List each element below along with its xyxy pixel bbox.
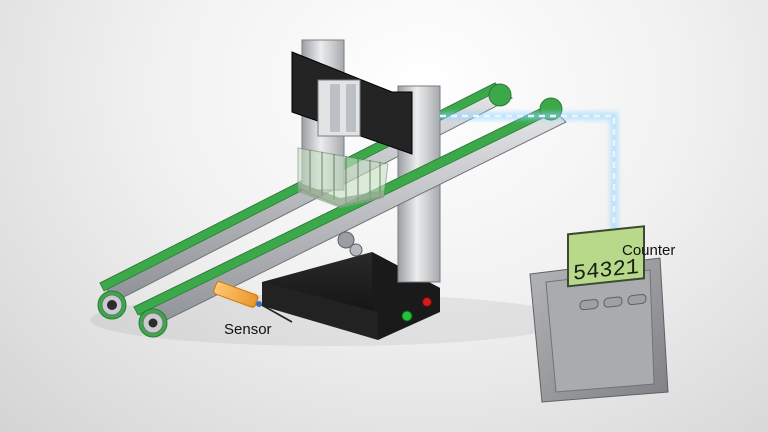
machine-base (262, 252, 440, 340)
sensor-label: Sensor (224, 321, 272, 338)
counter-button-1[interactable] (579, 299, 599, 311)
stop-indicator-led[interactable] (422, 297, 432, 307)
counter-button-3[interactable] (627, 293, 647, 306)
start-indicator-led[interactable] (401, 310, 413, 322)
counter-device: 54321 (529, 225, 669, 403)
counter-button-2[interactable] (603, 296, 623, 308)
signal-cable (440, 112, 618, 262)
bottle-crate (297, 147, 389, 208)
counter-display (567, 225, 645, 288)
proximity-sensor[interactable] (213, 281, 293, 323)
counter-label: Counter (622, 242, 676, 259)
front-conveyor (133, 97, 567, 338)
